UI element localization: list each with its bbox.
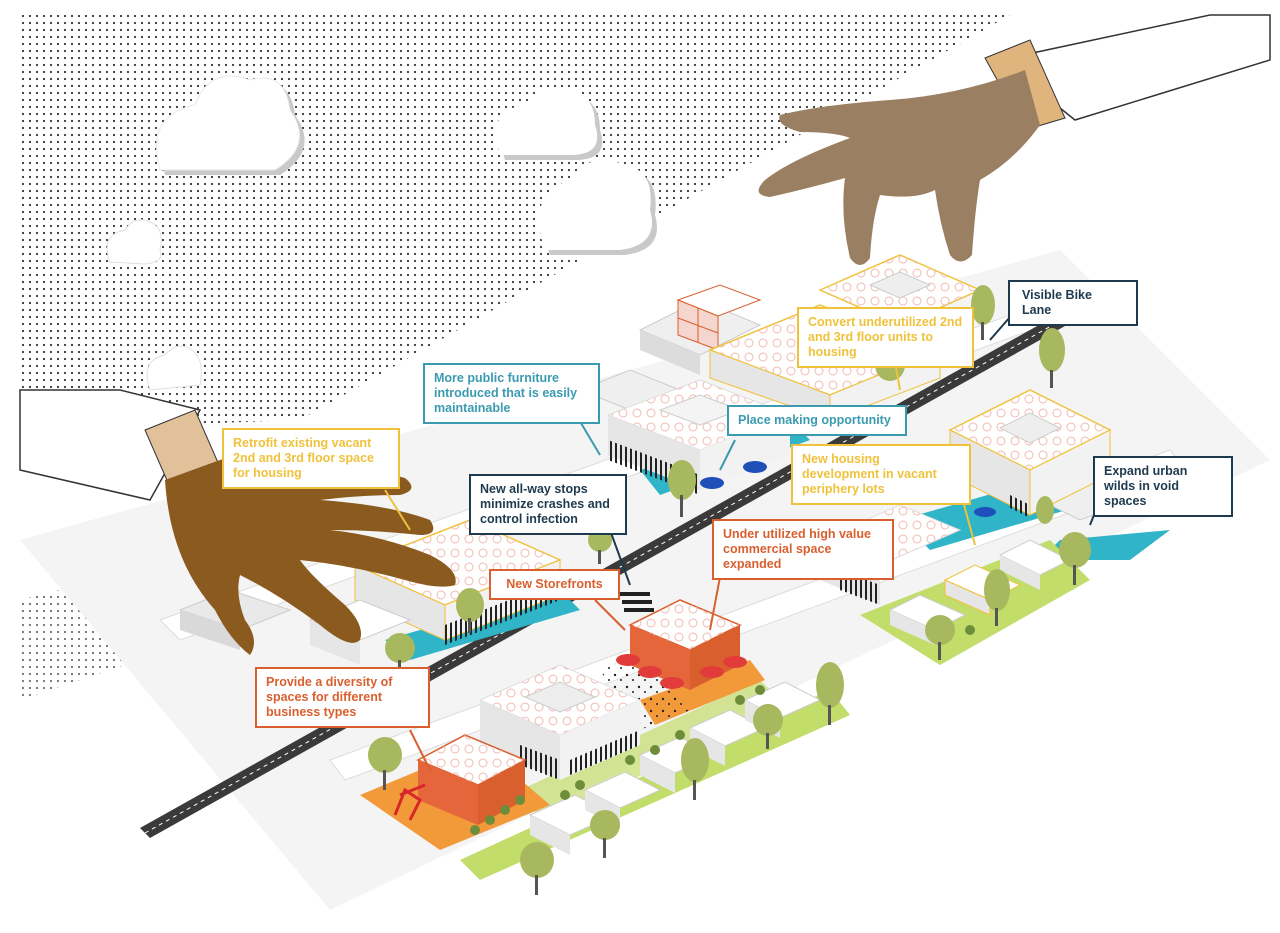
callout-storefronts: New Storefronts — [489, 569, 620, 600]
cloud-icon — [495, 87, 603, 160]
cloud-icon — [106, 219, 162, 265]
callout-diversity: Provide a diversity of spaces for differ… — [255, 667, 430, 728]
red-sculpture — [393, 783, 426, 821]
small-shrubs — [470, 625, 975, 835]
building-center-bottom — [478, 664, 642, 780]
callout-urban-wilds: Expand urban wilds in void spaces — [1093, 456, 1233, 517]
umbrellas — [616, 461, 996, 689]
callout-all-way-stops: New all-way stops minimize crashes and c… — [469, 474, 627, 535]
callout-commercial-space: Under utilized high value commercial spa… — [712, 519, 894, 580]
callout-public-furniture: More public furniture introduced that is… — [423, 363, 600, 424]
callout-retrofit: Retrofit existing vacant 2nd and 3rd flo… — [222, 428, 400, 489]
ground-plane — [20, 250, 1270, 910]
cloud-icon — [156, 75, 305, 175]
callout-place-making: Place making opportunity — [727, 405, 907, 436]
cloud-icon — [538, 160, 657, 255]
callout-convert-units: Convert underutilized 2nd and 3rd floor … — [797, 307, 974, 368]
building-diversity-orange — [416, 734, 527, 825]
crosswalk — [620, 592, 654, 612]
building-red-grid — [676, 284, 762, 351]
hand-left-icon — [19, 389, 456, 655]
cloud-icon — [146, 345, 202, 391]
building-commercial-orange — [628, 599, 742, 690]
callout-new-housing: New housing development in vacant periph… — [791, 444, 971, 505]
callout-bike-lane: Visible Bike Lane — [1008, 280, 1138, 326]
hand-right-icon — [758, 14, 1271, 265]
speckled-plaza — [600, 650, 690, 730]
